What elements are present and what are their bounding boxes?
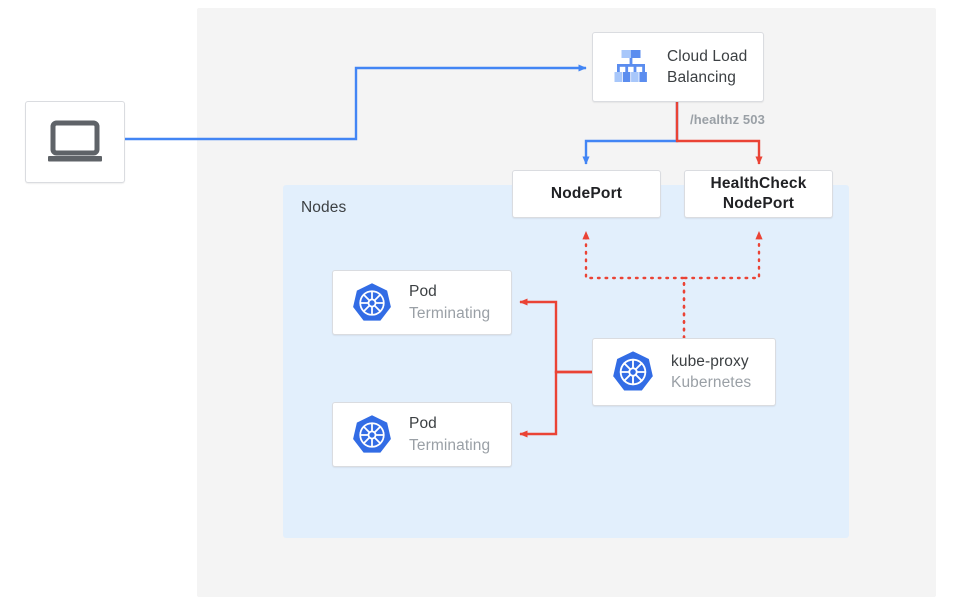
pod-2-status: Terminating bbox=[409, 436, 491, 454]
healthcheck-nodeport-node[interactable]: HealthCheck NodePort bbox=[684, 170, 833, 218]
nodeport-title: NodePort bbox=[550, 184, 623, 202]
kubernetes-icon bbox=[607, 350, 659, 394]
kube-proxy-subtitle: Kubernetes bbox=[671, 374, 752, 391]
healthcheck-nodeport-title-line1: HealthCheck bbox=[710, 174, 807, 192]
clb-title-line1: Cloud Load bbox=[667, 47, 748, 65]
client-node[interactable] bbox=[25, 101, 125, 183]
healthcheck-nodeport-title-line2: NodePort bbox=[722, 195, 795, 212]
healthz-503-label: /healthz 503 bbox=[690, 112, 765, 127]
pod-node-1[interactable]: Pod Terminating bbox=[332, 270, 512, 335]
kube-proxy-node[interactable]: kube-proxy Kubernetes bbox=[592, 338, 776, 406]
pod-2-title: Pod bbox=[409, 415, 437, 433]
cloud-load-balancing-icon bbox=[605, 46, 657, 88]
pod-node-2[interactable]: Pod Terminating bbox=[332, 402, 512, 467]
kube-proxy-title: kube-proxy bbox=[671, 352, 749, 370]
clb-title-line2: Balancing bbox=[667, 69, 736, 86]
kubernetes-icon bbox=[347, 414, 397, 456]
kubernetes-icon bbox=[347, 282, 397, 324]
nodeport-node[interactable]: NodePort bbox=[512, 170, 661, 218]
laptop-icon bbox=[46, 120, 104, 164]
nodes-region-label: Nodes bbox=[301, 199, 347, 216]
cloud-load-balancing-node[interactable]: Cloud Load Balancing bbox=[592, 32, 764, 102]
pod-1-title: Pod bbox=[409, 283, 437, 301]
pod-1-status: Terminating bbox=[409, 304, 491, 322]
